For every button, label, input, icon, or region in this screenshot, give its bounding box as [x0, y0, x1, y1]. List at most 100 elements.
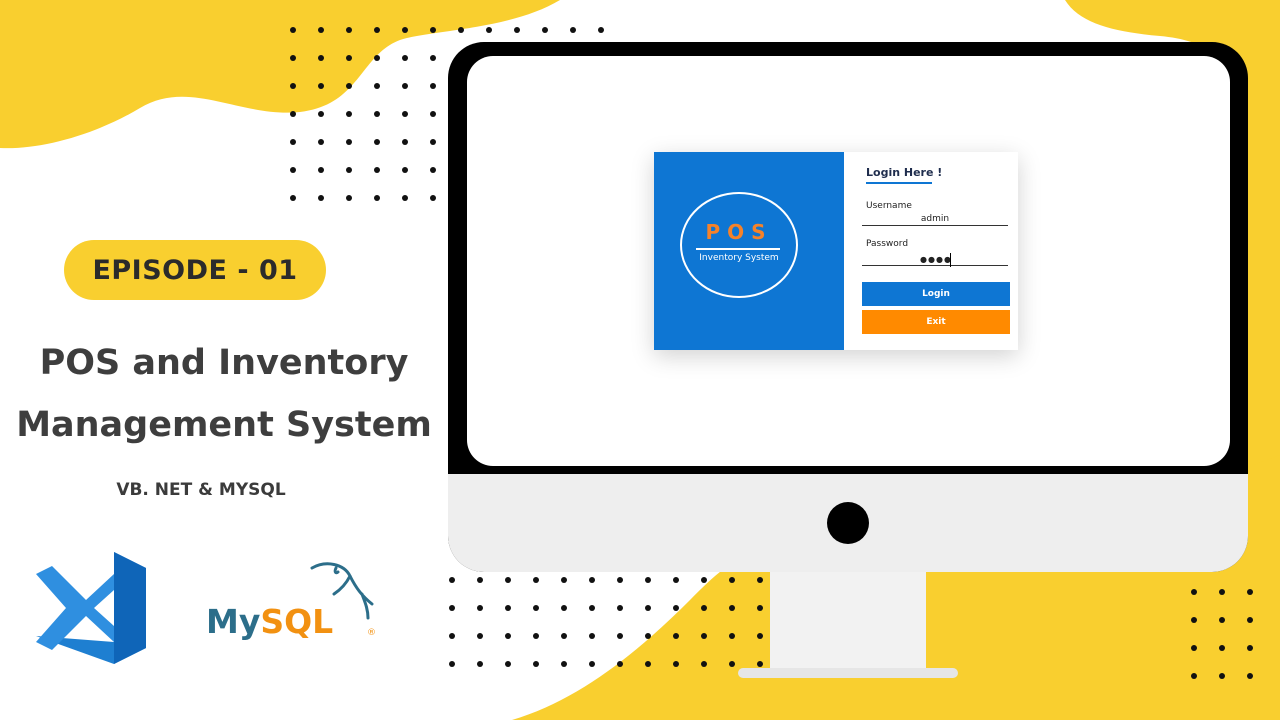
decor-dot [318, 111, 324, 117]
password-label: Password [866, 239, 909, 249]
decor-dot [449, 633, 455, 639]
decor-dot [701, 633, 707, 639]
decor-dot [486, 27, 492, 33]
monitor-stand [770, 572, 926, 672]
decor-dot [402, 195, 408, 201]
decor-dot [645, 577, 651, 583]
decor-dot [346, 195, 352, 201]
decor-dot [589, 633, 595, 639]
login-window: POS Inventory System Login Here ! Userna… [654, 152, 1018, 350]
decor-dot [757, 605, 763, 611]
decor-dot [505, 661, 511, 667]
decor-dot [533, 605, 539, 611]
brand-subtitle: Inventory System [699, 253, 779, 263]
decor-dot [729, 577, 735, 583]
decor-dot [533, 577, 539, 583]
username-field[interactable]: admin [862, 214, 1008, 226]
brand-panel: POS Inventory System [654, 152, 844, 350]
decor-dot [318, 195, 324, 201]
decor-dot [402, 167, 408, 173]
decor-dot [561, 661, 567, 667]
exit-button[interactable]: Exit [862, 310, 1010, 334]
mysql-dolphin-icon [310, 562, 374, 620]
monitor-stand-base [738, 668, 958, 678]
password-field[interactable]: ●●●● [862, 255, 1008, 266]
decor-dot [617, 605, 623, 611]
decor-dot [1247, 617, 1253, 623]
decor-dot [673, 633, 679, 639]
decor-dot [374, 111, 380, 117]
login-heading: Login Here ! [866, 166, 943, 179]
decor-dot [729, 633, 735, 639]
mysql-logo: MySQL ® [206, 560, 382, 650]
visual-studio-icon [36, 552, 146, 664]
decor-dot [1191, 645, 1197, 651]
decor-dot [477, 577, 483, 583]
decor-dot [1219, 617, 1225, 623]
decor-dot [1191, 673, 1197, 679]
episode-badge: EPISODE - 01 [64, 240, 326, 300]
decor-dot [505, 577, 511, 583]
decor-dot [346, 111, 352, 117]
decor-dot [589, 577, 595, 583]
decor-dot [598, 27, 604, 33]
decor-dot [617, 577, 623, 583]
decor-dot [1247, 673, 1253, 679]
decor-dot [290, 27, 296, 33]
decor-dot [458, 27, 464, 33]
decor-dot [561, 605, 567, 611]
decor-dot [533, 633, 539, 639]
decor-dot [1219, 645, 1225, 651]
username-label: Username [866, 201, 912, 211]
decor-dot [1247, 589, 1253, 595]
decor-dot [673, 661, 679, 667]
decor-dot [561, 633, 567, 639]
decor-dot [430, 83, 436, 89]
decor-dot [449, 577, 455, 583]
decor-dot [1191, 617, 1197, 623]
decor-dot [374, 139, 380, 145]
decor-dot [318, 83, 324, 89]
decor-dot [449, 661, 455, 667]
decor-dot [589, 661, 595, 667]
decor-dot [757, 661, 763, 667]
monitor-button [827, 502, 869, 544]
decor-dot [589, 605, 595, 611]
decor-dot [402, 111, 408, 117]
decor-dot [645, 661, 651, 667]
decor-dot [729, 605, 735, 611]
decor-dot [533, 661, 539, 667]
decor-dot [449, 605, 455, 611]
login-form: Login Here ! Username admin Password ●●●… [844, 152, 1018, 350]
mysql-wordmark-sql: SQL [260, 602, 334, 641]
decor-dot [1247, 645, 1253, 651]
page-title: POS and Inventory Management System [16, 343, 432, 445]
decor-dot [1191, 589, 1197, 595]
decor-dot [374, 195, 380, 201]
decor-dot [757, 633, 763, 639]
decor-dot [430, 139, 436, 145]
decor-dot [617, 661, 623, 667]
decor-dot [318, 167, 324, 173]
tech-subtitle: VB. NET & MYSQL [116, 480, 286, 500]
decor-dot [729, 661, 735, 667]
registered-mark: ® [367, 628, 376, 638]
text-caret [950, 253, 951, 267]
login-button[interactable]: Login [862, 282, 1010, 306]
decor-dot [477, 661, 483, 667]
decor-dot [1219, 673, 1225, 679]
dot-grid-bottom-right [1191, 589, 1253, 679]
decor-dot [701, 577, 707, 583]
decor-dot [290, 167, 296, 173]
login-heading-underline [866, 182, 932, 184]
decor-dot [374, 167, 380, 173]
decor-dot [570, 27, 576, 33]
mysql-wordmark-my: My [206, 602, 261, 641]
decor-dot [402, 83, 408, 89]
decor-dot [673, 605, 679, 611]
decor-dot [542, 27, 548, 33]
decor-dot [477, 605, 483, 611]
decor-dot [318, 55, 324, 61]
decor-dot [645, 633, 651, 639]
decor-dot [402, 55, 408, 61]
